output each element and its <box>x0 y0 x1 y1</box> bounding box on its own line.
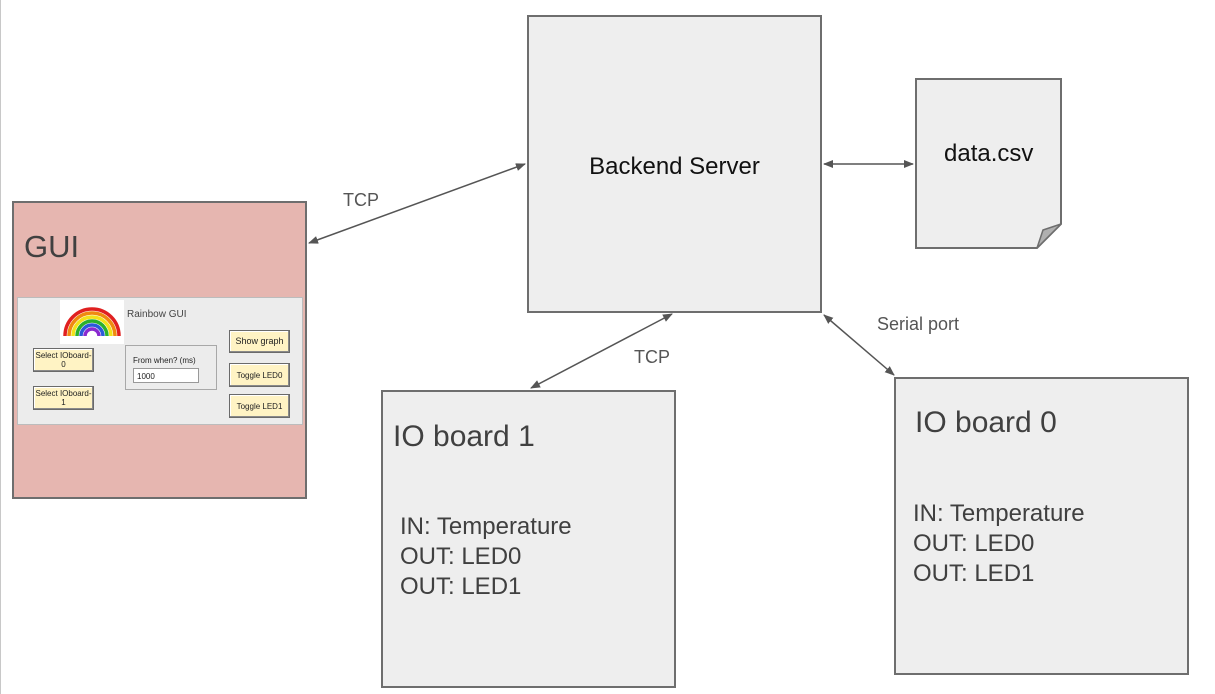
toggle-led1-button[interactable]: Toggle LED1 <box>229 394 290 418</box>
edge-io1-server <box>530 313 673 389</box>
gui-app-title: Rainbow GUI <box>127 309 187 320</box>
io-board-1-port-line: OUT: LED0 <box>400 543 522 570</box>
edge-label-io1-server: TCP <box>634 347 670 367</box>
from-when-input[interactable]: 1000 <box>133 368 199 383</box>
backend-server-node: Backend Server <box>527 15 822 313</box>
edge-label-gui-server: TCP <box>343 190 379 210</box>
gui-node: GUI Rainbow GUI Select IOboard-0 Select … <box>12 201 307 499</box>
data-file-node: data.csv <box>915 78 1064 250</box>
io-board-1-port-line: OUT: LED1 <box>400 573 522 600</box>
edge-io0-server <box>823 314 895 376</box>
show-graph-button[interactable]: Show graph <box>229 330 290 353</box>
select-ioboard-0-button[interactable]: Select IOboard-0 <box>33 348 94 372</box>
document-icon <box>915 78 1062 249</box>
data-file-label: data.csv <box>944 140 1034 167</box>
select-ioboard-1-button[interactable]: Select IOboard-1 <box>33 386 94 410</box>
io-board-0-ports: IN: Temperature OUT: LED0 OUT: LED1 <box>913 499 1085 589</box>
io-board-1-port-line: IN: Temperature <box>400 513 572 540</box>
toggle-led0-button[interactable]: Toggle LED0 <box>229 363 290 387</box>
io-board-0-port-line: IN: Temperature <box>913 500 1085 527</box>
io-board-0-port-line: OUT: LED1 <box>913 560 1035 587</box>
io-board-0-port-line: OUT: LED0 <box>913 530 1035 557</box>
io-board-1-title: IO board 1 <box>393 420 535 453</box>
io-board-1-node: IO board 1 IN: Temperature OUT: LED0 OUT… <box>381 390 676 688</box>
from-when-label: From when? (ms) <box>133 356 196 365</box>
io-board-1-ports: IN: Temperature OUT: LED0 OUT: LED1 <box>400 512 572 602</box>
io-board-0-title: IO board 0 <box>915 406 1057 439</box>
gui-title: GUI <box>24 229 80 264</box>
io-board-0-node: IO board 0 IN: Temperature OUT: LED0 OUT… <box>894 377 1189 675</box>
backend-server-label: Backend Server <box>589 153 760 180</box>
gui-app-window: Rainbow GUI Select IOboard-0 Select IObo… <box>17 297 303 425</box>
edge-gui-server <box>308 163 526 244</box>
left-border-line <box>0 0 1 694</box>
edge-label-io0-server: Serial port <box>877 314 960 334</box>
from-when-group: From when? (ms) 1000 <box>125 345 217 390</box>
rainbow-icon <box>60 300 124 344</box>
